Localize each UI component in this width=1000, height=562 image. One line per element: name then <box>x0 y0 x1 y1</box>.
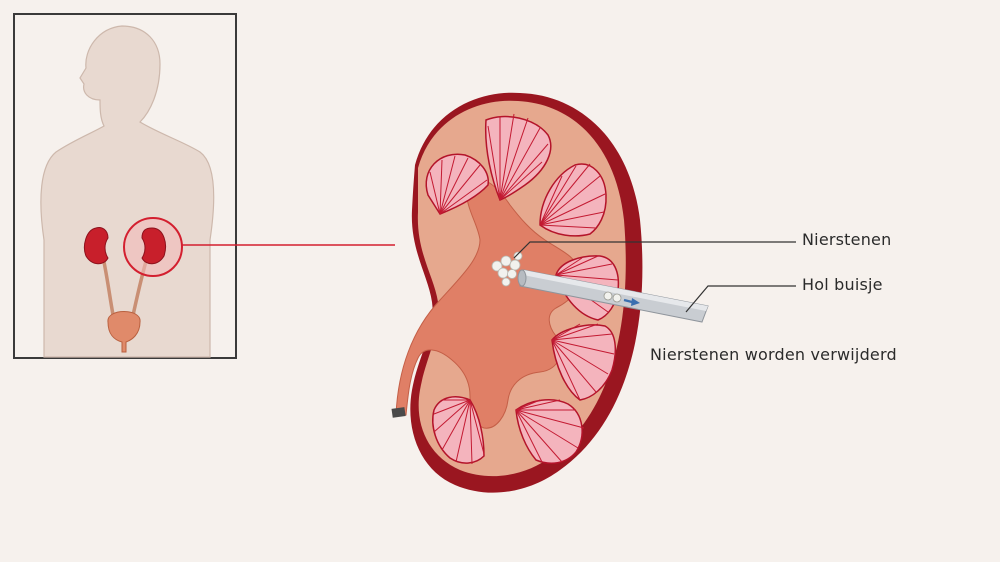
ureter-opening <box>391 407 406 418</box>
label-stones: Nierstenen <box>802 230 892 249</box>
pyramid-bottom-left <box>432 396 485 465</box>
kidney-stones <box>491 251 523 287</box>
leader-line-stones <box>513 241 796 259</box>
body-overview-inset <box>13 13 237 359</box>
pyramid-bottom-right <box>515 398 585 465</box>
bladder <box>107 311 141 353</box>
right-kidney-small <box>141 227 166 265</box>
label-hollow-tube: Hol buisje <box>802 275 883 294</box>
leader-line-tube <box>685 285 796 313</box>
pyramid-right-upper <box>539 163 607 237</box>
pyramid-top-left <box>425 153 489 215</box>
stone-in-tube <box>612 293 622 303</box>
stone-in-tube <box>603 291 613 301</box>
label-stones-removed: Nierstenen worden verwijderd <box>650 345 897 364</box>
pyramid-top <box>484 113 552 201</box>
pyramid-right-lower <box>551 323 617 401</box>
hollow-tube <box>517 269 709 323</box>
removal-arrow-icon <box>623 298 640 306</box>
left-kidney-small <box>83 227 109 265</box>
renal-pyramids <box>425 113 620 465</box>
body-silhouette <box>40 25 215 358</box>
